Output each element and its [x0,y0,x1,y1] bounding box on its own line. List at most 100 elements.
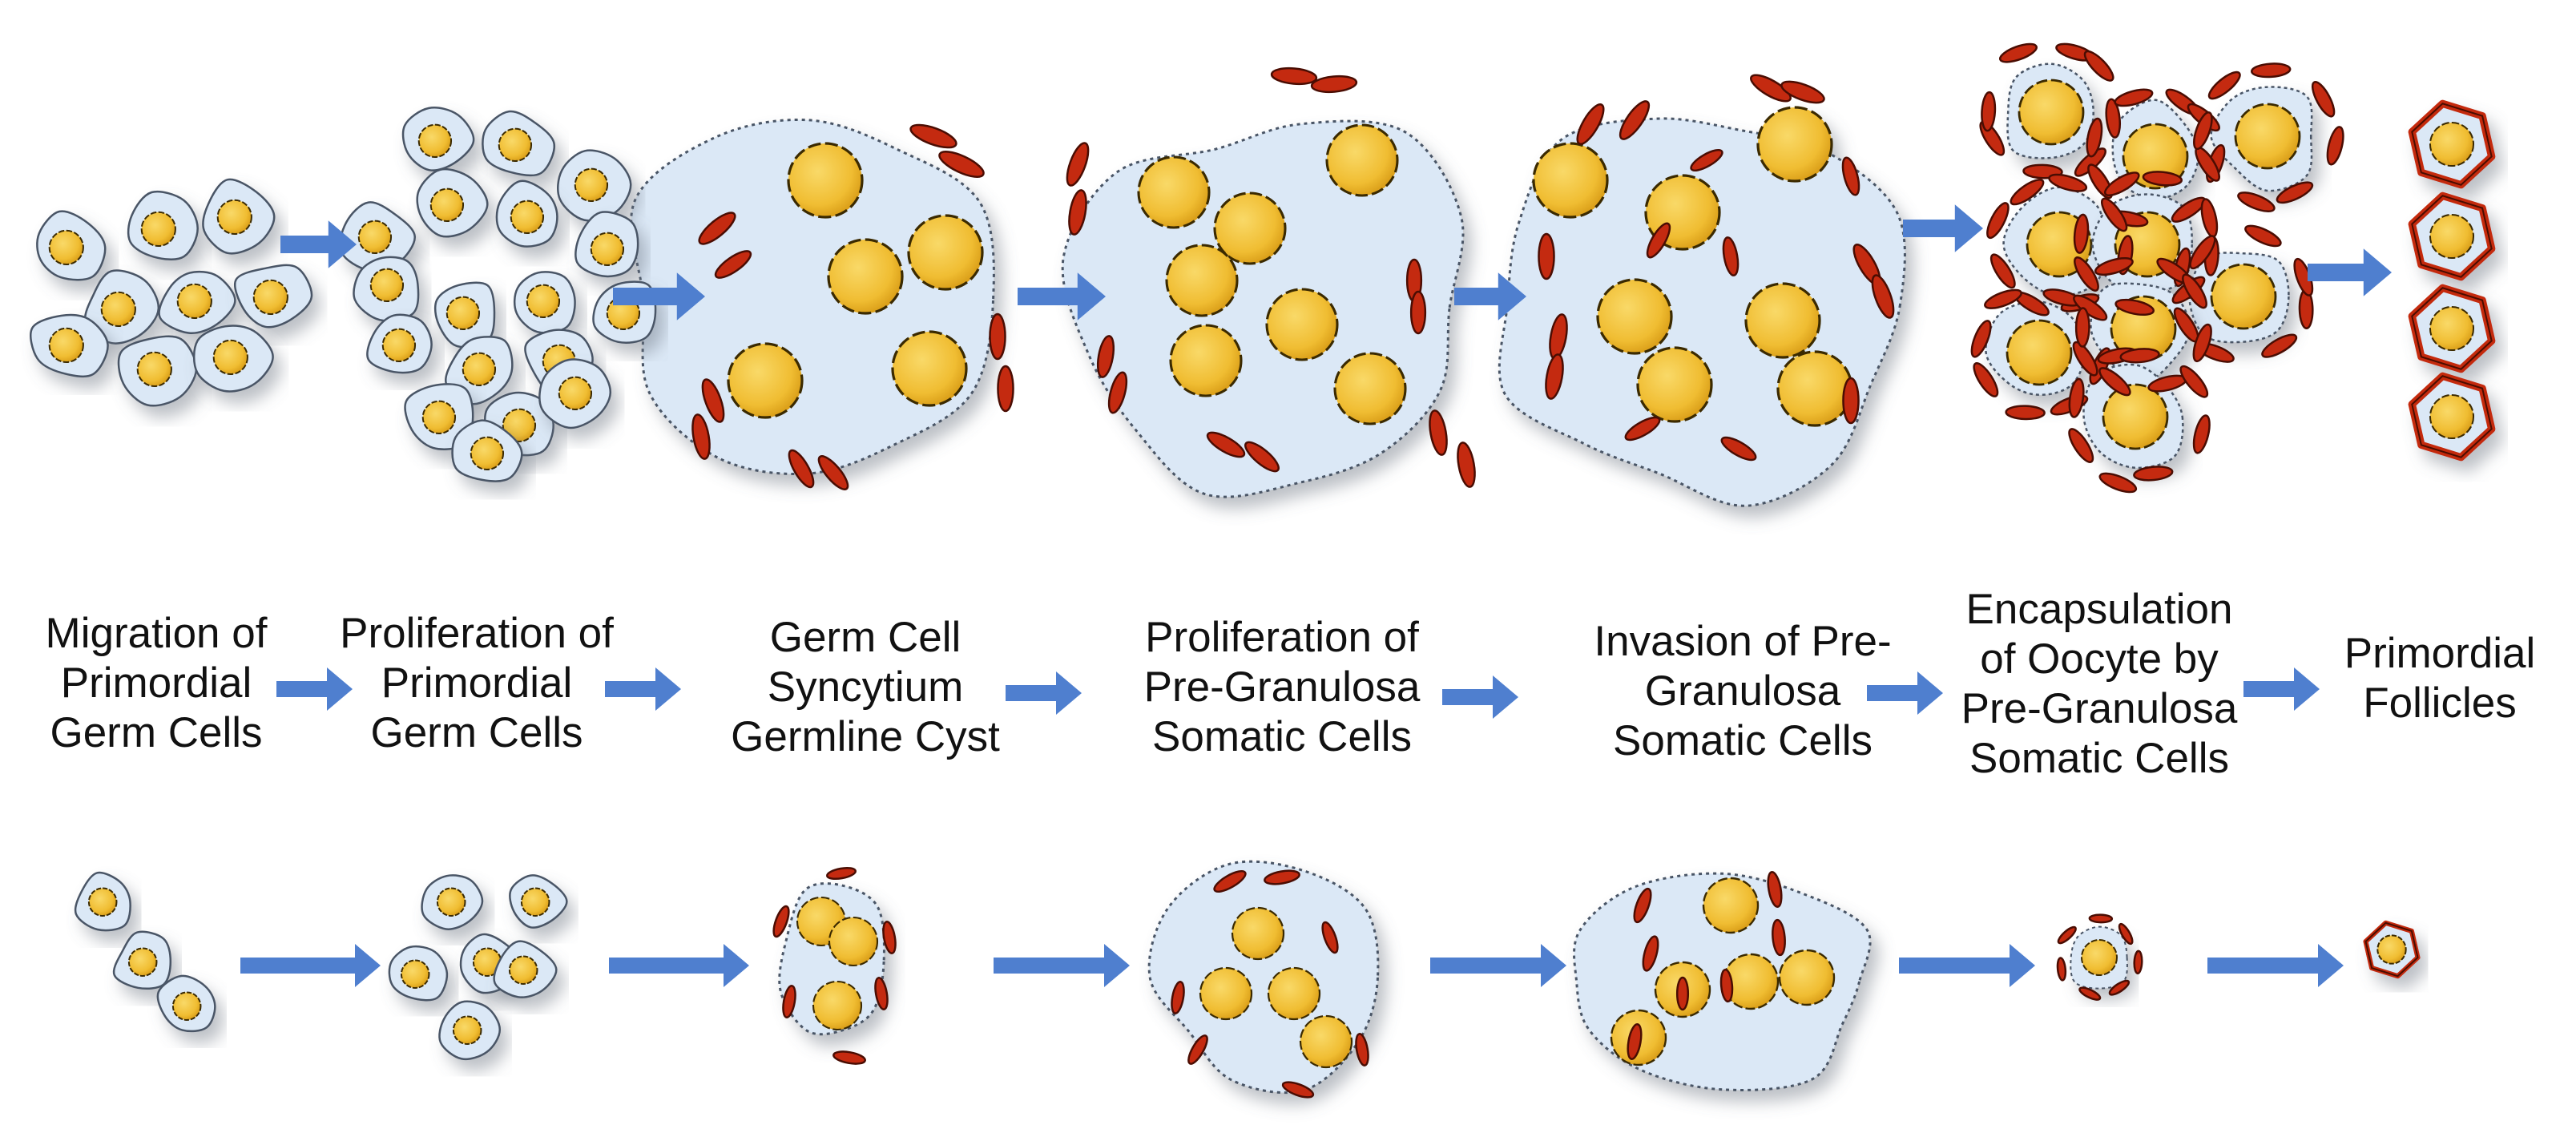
nucleus-icon [558,376,593,410]
somatic-cell-icon [2261,333,2298,358]
somatic-cell-icon [2103,171,2140,196]
somatic-cell-icon [1986,202,2010,240]
germ-cell-icon [117,335,198,407]
somatic-cell-icon [2088,913,2114,924]
germline-cyst [778,882,885,1036]
somatic-cell-icon [1321,921,1339,954]
germ-cell-icon [509,874,568,929]
right-arrow-icon [609,944,749,987]
somatic-cell-icon [2108,979,2131,996]
germ-cell-icon [493,940,558,998]
somatic-cell-icon [2114,298,2155,317]
nucleus-icon [1265,288,1339,361]
somatic-cell-icon [2094,257,2134,276]
germ-cell-icon [438,1000,502,1061]
germ-cell-icon [202,178,276,255]
nucleus-icon [1213,192,1287,265]
somatic-cell-icon [2114,88,2154,107]
somatic-cell-icon [1066,142,1090,187]
somatic-cell-icon [1068,189,1087,236]
nucleus-icon [212,339,248,376]
encapsulated-oocyte [2188,252,2290,344]
somatic-cell-icon [2072,341,2098,377]
somatic-cell-icon [701,378,725,423]
nucleus-icon [2429,121,2475,167]
nucleus-icon [574,167,609,202]
nucleus-icon [381,328,417,362]
right-arrow-icon [2207,944,2344,987]
germ-cell-icon [482,110,555,177]
somatic-cell-icon [938,151,985,178]
somatic-cell-icon [1619,100,1651,140]
nucleus-icon [2006,319,2073,386]
somatic-cell-icon [1780,80,1825,104]
germline-cyst [1061,119,1465,498]
germline-cyst [630,119,995,476]
somatic-cell-icon [2105,98,2122,139]
somatic-cell-icon [1409,290,1427,335]
somatic-cell-icon [1633,887,1652,924]
somatic-cell-icon [1842,377,1860,425]
somatic-cell-icon [691,413,711,460]
somatic-cell-icon [2276,181,2314,204]
nucleus-icon [520,887,550,917]
somatic-cell-icon [1772,918,1786,957]
somatic-cell-icon [2119,348,2160,364]
nucleus-icon [827,238,904,315]
somatic-cell-icon [1981,91,1997,132]
nucleus-icon [2102,383,2169,450]
nucleus-icon [2376,934,2407,965]
somatic-cell-icon [2311,81,2336,118]
germ-cell-icon [192,325,274,393]
nucleus-icon [787,142,864,219]
germ-cell-icon [36,210,107,281]
somatic-cell-icon [2200,198,2219,238]
somatic-cell-icon [1281,1081,1315,1099]
nucleus-icon [470,436,505,471]
germ-cell-icon [127,190,199,260]
somatic-cell-icon [2073,213,2090,254]
somatic-cell-icon [1719,968,1734,1003]
somatic-cell-icon [2237,192,2276,212]
arrow-layer [240,204,2392,987]
nucleus-icon [127,947,158,977]
somatic-cell-icon [772,905,790,938]
somatic-cell-icon [1213,869,1247,893]
nucleus-icon [1325,123,1399,197]
encapsulated-oocyte [2210,86,2313,192]
somatic-cell-icon [882,921,897,954]
somatic-cell-icon [1576,103,1605,145]
nucleus-icon [400,959,430,989]
somatic-cell-icon [1355,1033,1369,1066]
nucleus-icon [100,291,136,328]
primordial-follicle [2408,99,2496,189]
nucleus-icon [1596,278,1673,355]
nucleus-icon [1231,906,1285,961]
nucleus-icon [252,279,288,316]
somatic-cell-icon [1973,362,1999,397]
right-arrow-icon [276,667,353,711]
germ-cell-icon [421,874,484,930]
somatic-cell-icon [1722,236,1740,276]
somatic-cell-icon [2189,235,2216,270]
right-arrow-icon [994,944,1130,987]
somatic-cell-icon [2078,986,2102,1001]
somatic-cell-icon [874,977,889,1010]
right-arrow-icon [1903,204,1983,252]
somatic-cell-icon [1998,42,2038,63]
somatic-cell-icon [1457,441,1476,488]
somatic-cell-icon [2133,466,2174,482]
germ-cell-icon [30,313,109,378]
nucleus-icon [452,1015,482,1045]
right-arrow-icon [1899,944,2035,987]
nucleus-icon [2081,939,2118,976]
right-arrow-icon [1867,671,1943,715]
somatic-cell-icon [2133,950,2143,975]
nucleus-icon [48,327,84,364]
somatic-cell-icon [1642,935,1659,972]
nucleus-icon [462,352,497,386]
somatic-cell-icon [2068,377,2085,418]
germ-cell-icon [366,313,433,374]
right-arrow-icon [605,667,681,711]
